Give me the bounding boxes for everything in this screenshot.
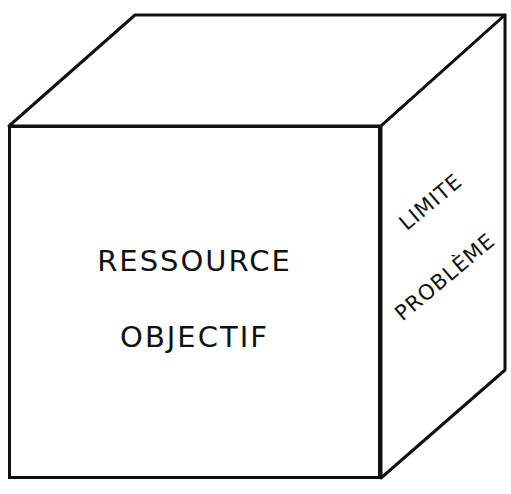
cube-side-outline xyxy=(381,15,505,478)
face-label: OBJECTIF xyxy=(120,323,269,352)
face-label: RESSOURCE xyxy=(97,247,292,276)
cube-front-face: RESSOURCE OBJECTIF xyxy=(8,125,381,479)
cube-side-face: LIMITEPROBLÈME xyxy=(379,12,508,480)
